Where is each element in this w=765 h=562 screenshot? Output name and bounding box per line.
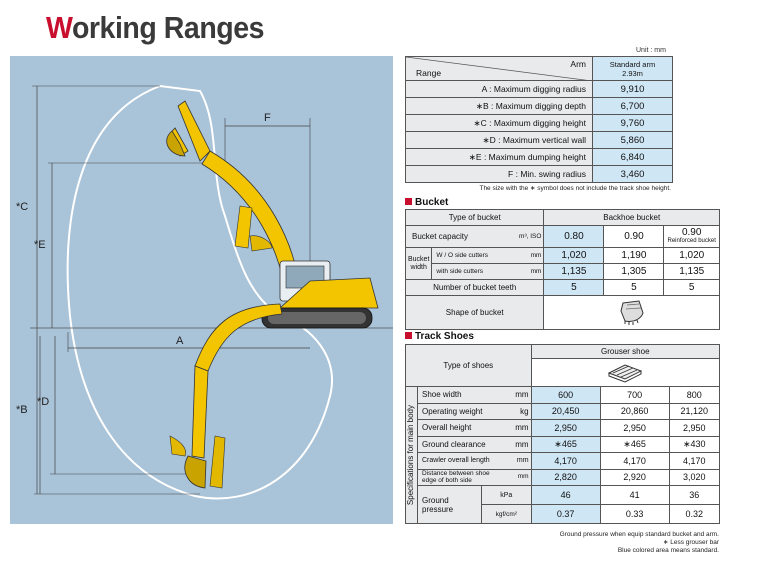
bucket-shape-cell — [543, 295, 720, 330]
dim-label-c: *C — [16, 201, 29, 213]
spec-vertical-label: Specifications for main body — [405, 386, 418, 524]
grouser-shoe-cell — [530, 358, 721, 387]
ranges-note: The size with the ∗ symbol does not incl… — [479, 185, 671, 192]
dim-label-f: F — [264, 112, 271, 124]
bucket-section-title: Bucket — [405, 197, 448, 208]
bucket-shape-icon — [620, 299, 644, 325]
machine-body — [261, 260, 379, 329]
dim-label-d: *D — [37, 396, 50, 408]
section-marker-icon — [405, 198, 412, 205]
unit-label: Unit : mm — [636, 47, 666, 54]
grouser-shoe-icon — [608, 363, 643, 383]
dim-label-a: A — [176, 335, 184, 347]
section-marker-icon — [405, 332, 412, 339]
excavator-diagram-svg — [30, 84, 393, 500]
arm-range-header: Arm Range — [405, 56, 593, 81]
digging-boom — [169, 303, 283, 489]
dim-label-e: *E — [34, 239, 46, 251]
track-shoes-section-title: Track Shoes — [405, 331, 474, 342]
bucket-table: Type of bucket Backhoe bucket Bucket cap… — [404, 209, 720, 330]
track-shoes-table: Type of shoes Grouser shoe Specification… — [405, 344, 721, 524]
page-title: Working Ranges — [46, 10, 265, 45]
footnotes: Ground pressure when equip standard buck… — [559, 531, 719, 554]
working-envelope — [66, 84, 333, 500]
working-range-diagram: *C *E *B *D A F — [10, 56, 393, 524]
dim-label-b: *B — [16, 404, 28, 416]
